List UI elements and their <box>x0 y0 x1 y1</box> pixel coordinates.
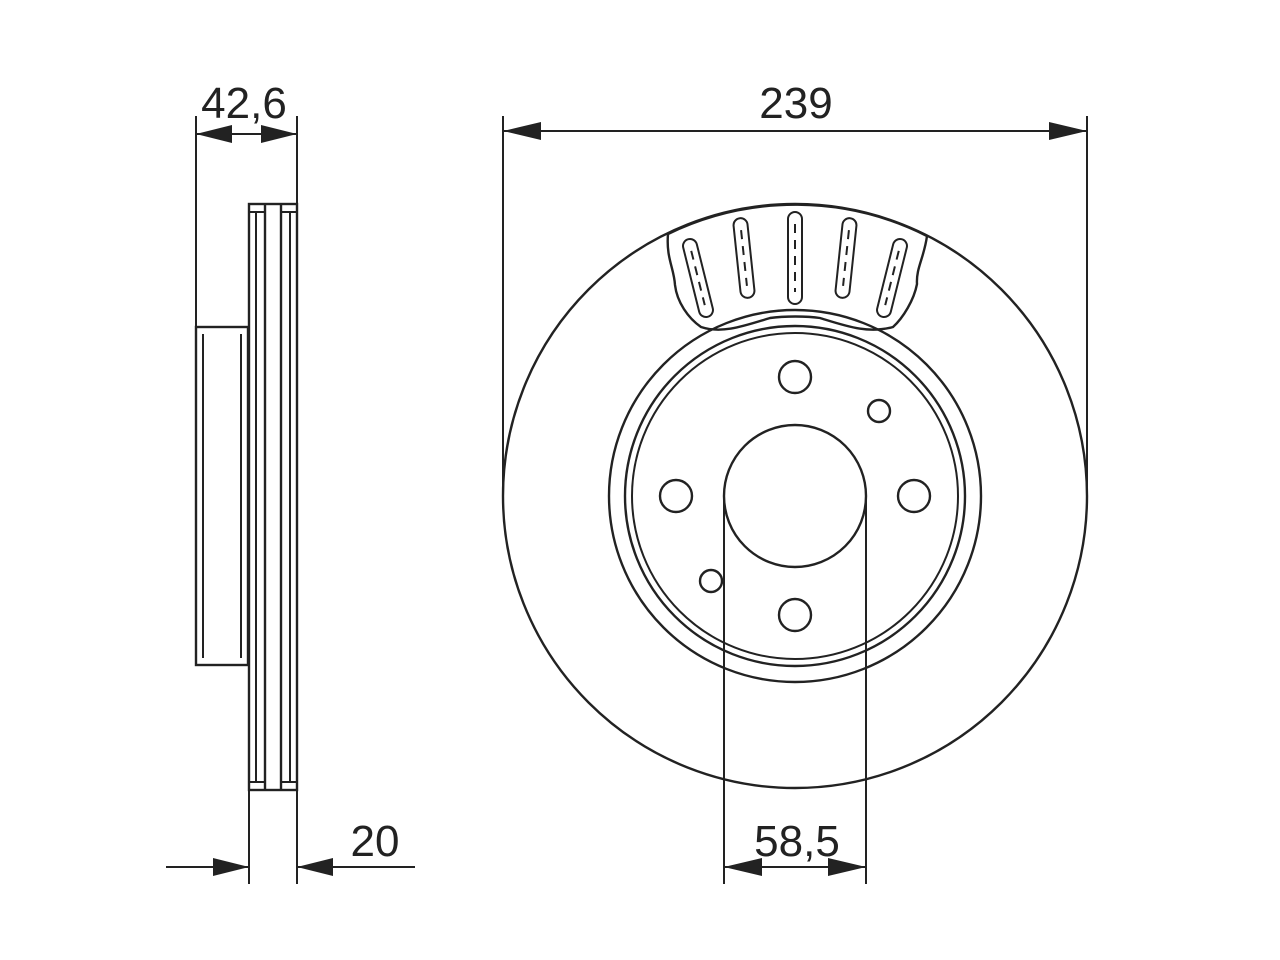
bolt-hole <box>658 478 694 514</box>
rotor-profile <box>247 202 299 792</box>
disc-thickness-dimension: 20 <box>166 790 415 884</box>
hub-ring-circle <box>623 324 967 668</box>
vent-cutaway <box>666 203 929 331</box>
outer-diameter-label: 239 <box>759 79 832 128</box>
vent-vane <box>834 217 858 299</box>
bolt-hole <box>777 359 813 395</box>
bolt-hole <box>777 597 813 633</box>
front-view: 239 <box>501 79 1089 884</box>
center-bore-dimension: 58,5 <box>723 496 867 884</box>
vent-vane <box>732 217 756 299</box>
disc-thickness-label: 20 <box>351 817 400 866</box>
vent-vane <box>787 211 803 305</box>
hub-profile <box>194 325 250 667</box>
locating-hole <box>866 398 892 424</box>
vent-vane <box>876 237 908 319</box>
side-view: 42,6 20 <box>166 79 415 884</box>
hub-inner-circle <box>631 332 959 660</box>
outer-diameter-dimension: 239 <box>502 79 1088 496</box>
bolt-hole <box>896 478 932 514</box>
locating-hole <box>698 568 724 594</box>
center-bore-circle <box>722 423 868 569</box>
hub-outer-circle <box>607 308 983 684</box>
center-bore-label: 58,5 <box>754 817 840 866</box>
overall-thickness-label: 42,6 <box>201 79 287 128</box>
vent-vane <box>682 237 714 319</box>
